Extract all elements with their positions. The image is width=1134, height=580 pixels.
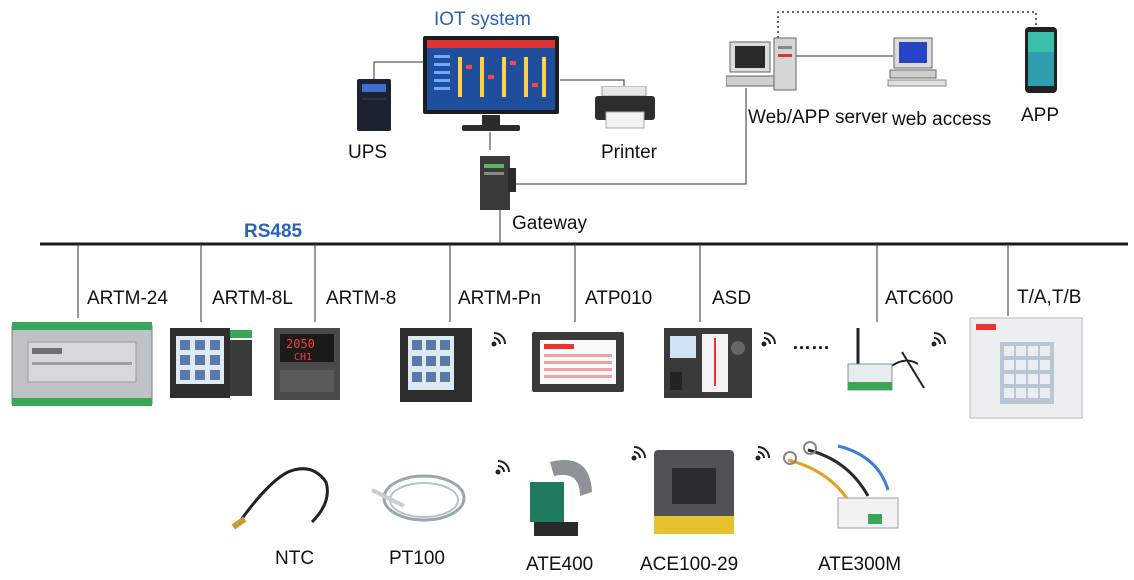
server-label: Web/APP server xyxy=(748,107,888,128)
ct-sensor-icon xyxy=(654,450,734,534)
sensor-label-ate300m: ATE300M xyxy=(818,554,902,575)
printer-icon xyxy=(595,86,655,129)
iot-system-title: IOT system xyxy=(434,9,531,30)
gateway-label: Gateway xyxy=(512,213,587,234)
sensor-label-pt100: PT100 xyxy=(389,548,445,569)
gateway-icon xyxy=(480,156,516,210)
web-access-label: web access xyxy=(892,109,992,130)
touch-panel-icon xyxy=(532,332,624,392)
ups-icon xyxy=(357,79,391,131)
sensor-label-ace100-29: ACE100-29 xyxy=(640,554,739,575)
switchgear-controller-icon xyxy=(664,328,752,398)
phone-icon xyxy=(1025,27,1057,93)
sensor-label-ntc: NTC xyxy=(275,548,315,569)
panel-meter-led-icon: 2050 CH1 xyxy=(274,328,340,400)
wireless-signal-icon xyxy=(755,446,770,461)
device-label-artm-24: ARTM-24 xyxy=(87,288,168,309)
device-label-artm-8l: ARTM-8L xyxy=(212,288,293,309)
wireless-signal-icon xyxy=(491,332,506,347)
svg-text:CH1: CH1 xyxy=(294,352,312,363)
wireless-signal-icon xyxy=(761,332,776,347)
server-computer-icon xyxy=(726,37,797,91)
panel-meter-wireless-icon xyxy=(400,328,472,402)
sensor-label-ate400: ATE400 xyxy=(526,554,594,575)
printer-label: Printer xyxy=(601,142,657,163)
clamp-sensor-icon xyxy=(530,460,592,536)
wireless-signal-icon xyxy=(631,446,646,461)
device-label-artm-pn: ARTM-Pn xyxy=(458,288,542,309)
device-label-atc600: ATC600 xyxy=(885,288,954,309)
web-access-computer-icon xyxy=(887,37,947,87)
ntc-probe-icon xyxy=(231,467,329,530)
app-label: APP xyxy=(1021,105,1060,126)
panel-meter-lcd-icon xyxy=(170,328,252,398)
svg-text:2050: 2050 xyxy=(286,337,315,351)
device-label-asd: ASD xyxy=(712,288,752,309)
device-label-ta-tb: T/A,T/B xyxy=(1017,287,1082,308)
rs485-label: RS485 xyxy=(244,221,303,242)
wireless-receiver-icon xyxy=(847,328,925,391)
iot-monitor-icon xyxy=(423,36,559,131)
pt100-probe-icon xyxy=(371,474,466,522)
wireless-signal-icon xyxy=(495,460,510,475)
display-cabinet-icon xyxy=(969,317,1083,419)
din-rail-module-icon xyxy=(11,322,153,406)
ring-sensor-icon xyxy=(783,441,899,529)
ups-label: UPS xyxy=(348,142,388,163)
more-devices-ellipsis: …… xyxy=(792,333,830,354)
device-label-artm-8: ARTM-8 xyxy=(326,288,397,309)
wireless-signal-icon xyxy=(931,332,946,347)
device-label-atp010: ATP010 xyxy=(585,288,653,309)
